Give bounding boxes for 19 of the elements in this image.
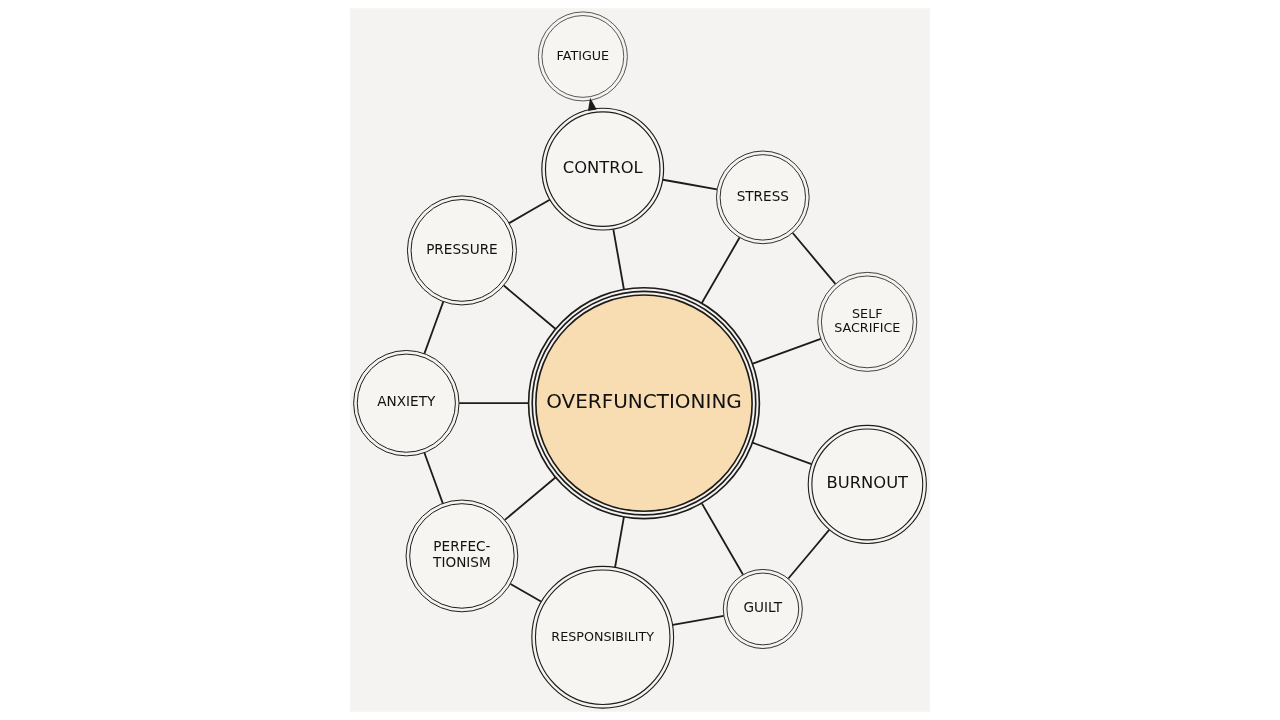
connector	[662, 178, 718, 191]
connector	[612, 228, 625, 291]
connector	[509, 583, 542, 603]
connector	[503, 476, 557, 521]
node-circle: OVERFUNCTIONING	[527, 286, 761, 520]
node-circle: PERFEC- TIONISM	[405, 499, 519, 613]
connector	[700, 236, 741, 304]
connector	[458, 402, 530, 405]
connector	[502, 284, 557, 330]
connector	[751, 337, 822, 365]
connector	[787, 529, 831, 580]
connector	[671, 614, 725, 626]
connector	[751, 441, 813, 466]
connector	[423, 451, 444, 505]
connector	[423, 300, 445, 355]
connector	[791, 232, 837, 285]
connector	[508, 198, 551, 225]
connector	[701, 502, 744, 576]
connector	[614, 516, 625, 569]
